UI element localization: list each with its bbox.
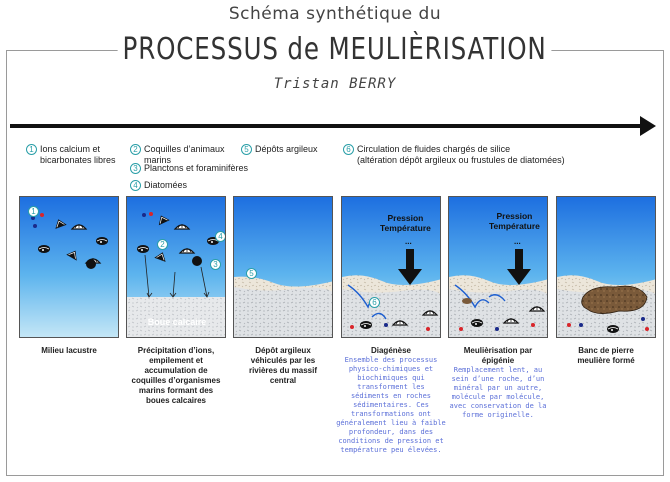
legend-text: Coquilles d’animaux marins xyxy=(144,144,225,165)
marker-2: 2 xyxy=(157,239,168,250)
panel-epigenie: Pression Température ... xyxy=(448,196,548,338)
legend-item-5: 5 Dépôts argileux xyxy=(241,144,318,155)
marker-1: 1 xyxy=(28,206,39,217)
diagram-title: PROCESSUS de MEULIÈRISATION xyxy=(0,32,670,68)
legend-number: 4 xyxy=(130,180,141,191)
marker-3: 3 xyxy=(210,259,221,270)
panel-milieu-lacustre: 1 xyxy=(19,196,119,338)
panel-boue-calcaire: 2 3 4 Boue calcaire xyxy=(126,196,226,338)
legend-item-1: 1 Ions calcium et bicarbonates libres xyxy=(26,144,116,166)
caption-epigenie: Meulièrisation par épigénie xyxy=(463,346,533,365)
description-epigenie: Remplacement lent, au sein d’une roche, … xyxy=(449,366,547,419)
pression-temperature-label: Pression Température xyxy=(380,213,431,233)
legend-item-2: 2 Coquilles d’animaux marins xyxy=(130,144,225,166)
legend-item-4: 4 Diatomées xyxy=(130,180,187,191)
panel-4-illustration xyxy=(342,197,440,337)
caption-milieu-lacustre: Milieu lacustre xyxy=(41,346,97,355)
author-name: Tristan BERRY xyxy=(273,76,397,92)
panel-banc-meuliere xyxy=(556,196,656,338)
timeline-arrow-shaft xyxy=(10,124,650,128)
panel-6-illustration xyxy=(557,197,655,337)
legend-number: 1 xyxy=(26,144,37,155)
panel-2-illustration xyxy=(127,197,225,337)
panel-3-illustration xyxy=(234,197,332,337)
panel-depot-argileux: 5 xyxy=(233,196,333,338)
panel-1-illustration xyxy=(20,197,118,337)
caption-boue-calcaire: Précipitation d’ions, empilement et accu… xyxy=(131,346,221,405)
marker-4: 4 xyxy=(215,231,225,242)
legend-number: 2 xyxy=(130,144,141,155)
legend-text: Circulation de fluides chargés de silice… xyxy=(357,144,565,165)
panel-5-illustration xyxy=(449,197,547,337)
legend-number: 3 xyxy=(130,163,141,174)
caption-depot-argileux: Dépôt argileux véhiculés par les rivière… xyxy=(248,346,318,385)
description-diagenese: Ensemble des processus physico-chimiques… xyxy=(336,356,446,454)
pression-temperature-label: Pression Température xyxy=(489,211,540,231)
legend-text: Planctons et foraminifères xyxy=(144,163,249,173)
pressure-dots: ... xyxy=(514,237,521,246)
pressure-dots: ... xyxy=(405,237,412,246)
legend-item-6: 6 Circulation de fluides chargés de sili… xyxy=(343,144,565,166)
boue-calcaire-label: Boue calcaire xyxy=(147,317,207,327)
legend-number: 5 xyxy=(241,144,252,155)
panel-diagenese: Pression Température ... 6 xyxy=(341,196,441,338)
caption-diagenese: Diagénèse xyxy=(370,346,412,355)
legend-text: Dépôts argileux xyxy=(255,144,318,154)
caption-banc-meuliere: Banc de pierre meulière formé xyxy=(577,346,635,365)
timeline-arrow-head xyxy=(640,116,656,136)
diagram-title-text: PROCESSUS de MEULIÈRISATION xyxy=(118,32,552,68)
legend-text: Ions calcium et bicarbonates libres xyxy=(40,144,116,165)
legend-text: Diatomées xyxy=(144,180,188,190)
diagram-subtitle: Schéma synthétique du xyxy=(228,4,442,24)
marker-5: 5 xyxy=(246,268,257,279)
legend-item-3: 3 Planctons et foraminifères xyxy=(130,163,248,174)
legend-number: 6 xyxy=(343,144,354,155)
marker-6: 6 xyxy=(369,297,380,308)
